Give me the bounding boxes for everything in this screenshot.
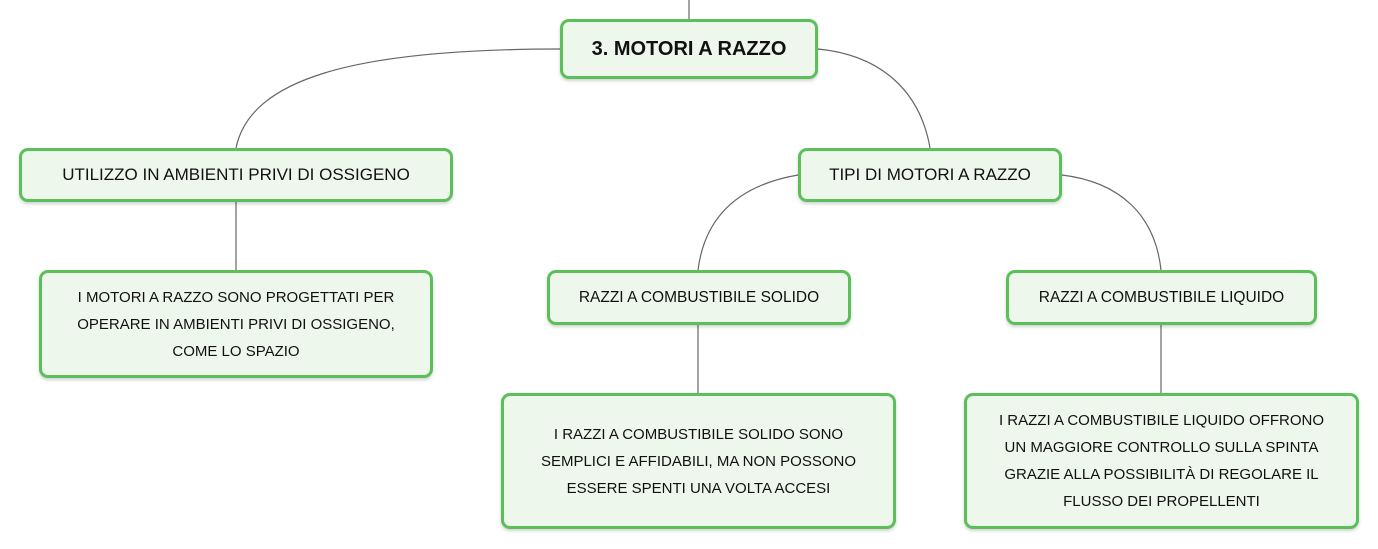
description-node-liquido-text: I RAZZI A COMBUSTIBILE LIQUIDO OFFRONO U… xyxy=(998,412,1325,510)
description-node-utilizzo-text: I MOTORI A RAZZO SONO PROGETTATI PER OPE… xyxy=(77,288,395,360)
connector-tipi-to-liquido xyxy=(1061,174,1162,271)
root-node[interactable]: 3. MOTORI A RAZZO xyxy=(560,19,818,79)
branch-node-utilizzo-label: UTILIZZO IN AMBIENTI PRIVI DI OSSIGENO xyxy=(62,165,410,184)
description-node-utilizzo[interactable]: I MOTORI A RAZZO SONO PROGETTATI PER OPE… xyxy=(39,270,433,378)
root-node-label: 3. MOTORI A RAZZO xyxy=(591,37,787,60)
connector-tipi-to-solido xyxy=(697,174,799,271)
description-node-solido-text: I RAZZI A COMBUSTIBILE SOLIDO SONO SEMPL… xyxy=(540,425,857,497)
description-node-liquido[interactable]: I RAZZI A COMBUSTIBILE LIQUIDO OFFRONO U… xyxy=(964,393,1359,529)
branch-node-utilizzo[interactable]: UTILIZZO IN AMBIENTI PRIVI DI OSSIGENO xyxy=(19,148,453,202)
description-node-solido[interactable]: I RAZZI A COMBUSTIBILE SOLIDO SONO SEMPL… xyxy=(501,393,896,529)
subtopic-node-liquido[interactable]: RAZZI A COMBUSTIBILE LIQUIDO xyxy=(1006,270,1317,325)
subtopic-node-solido-label: RAZZI A COMBUSTIBILE SOLIDO xyxy=(578,288,820,306)
subtopic-node-liquido-label: RAZZI A COMBUSTIBILE LIQUIDO xyxy=(1038,288,1285,306)
branch-node-tipi-label: TIPI DI MOTORI A RAZZO xyxy=(829,165,1031,184)
branch-node-tipi[interactable]: TIPI DI MOTORI A RAZZO xyxy=(798,148,1062,202)
connector-root-to-utilizzo xyxy=(235,48,561,149)
connector-root-to-tipi xyxy=(817,48,931,149)
subtopic-node-solido[interactable]: RAZZI A COMBUSTIBILE SOLIDO xyxy=(547,270,851,325)
